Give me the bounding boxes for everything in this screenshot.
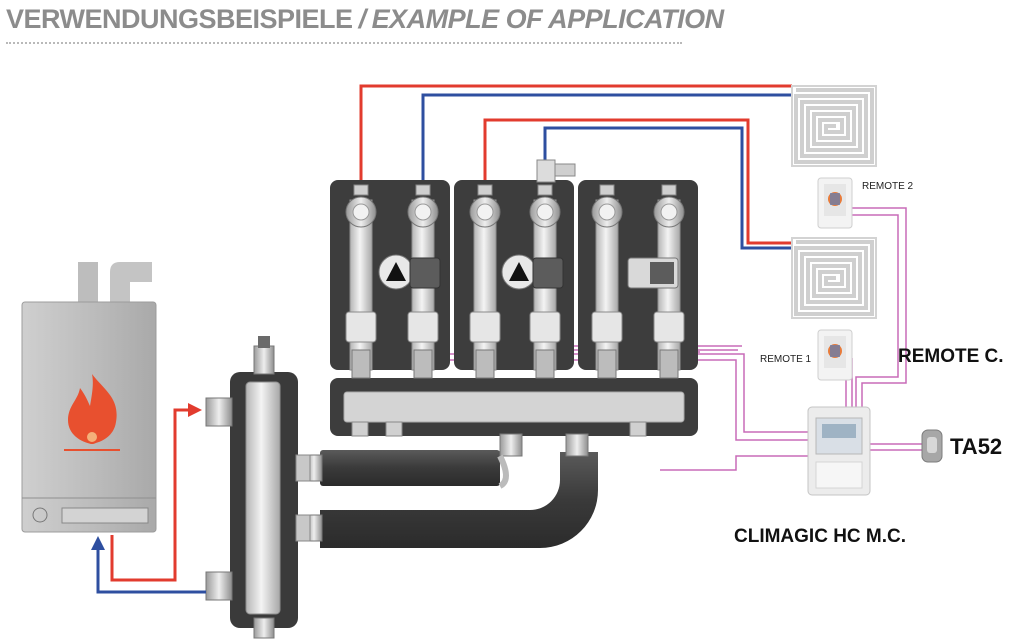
title-german: VERWENDUNGSBEISPIELE bbox=[6, 4, 353, 34]
boiler-pipes bbox=[91, 403, 206, 594]
pump-icon bbox=[378, 254, 441, 290]
floor-heating-coil-lower bbox=[791, 237, 877, 319]
supply-pipe-upper-zone bbox=[359, 84, 792, 185]
title-separator: / bbox=[358, 4, 367, 34]
heating-module bbox=[330, 159, 698, 437]
controller-icon bbox=[807, 406, 871, 496]
room-thermostat-remote-1 bbox=[817, 329, 853, 381]
return-pipe-upper-zone bbox=[421, 93, 792, 185]
label-controller: CLIMAGIC HC M.C. bbox=[734, 526, 907, 547]
return-pipe-lower-zone bbox=[543, 126, 792, 250]
page-header: VERWENDUNGSBEISPIELE/EXAMPLE OF APPLICAT… bbox=[6, 2, 724, 44]
supply-pipes bbox=[359, 84, 792, 250]
floor-heating-coil-upper bbox=[791, 85, 877, 167]
room-thermostat-remote-2 bbox=[817, 177, 853, 229]
label-remote-2: REMOTE 2 bbox=[862, 181, 914, 192]
insulated-connection-pipes bbox=[305, 433, 598, 548]
page-title: VERWENDUNGSBEISPIELE/EXAMPLE OF APPLICAT… bbox=[6, 4, 724, 35]
pump-motor bbox=[627, 257, 679, 289]
label-remote-c: REMOTE C. bbox=[898, 346, 1004, 367]
hydraulic-separator-icon bbox=[205, 336, 311, 639]
title-english: EXAMPLE OF APPLICATION bbox=[371, 4, 725, 34]
flame-icon bbox=[64, 374, 120, 451]
sensor-icon bbox=[921, 429, 943, 463]
pump-icon bbox=[501, 254, 564, 290]
label-remote-1: REMOTE 1 bbox=[760, 354, 812, 365]
supply-pipe-lower-zone bbox=[483, 118, 792, 245]
label-ta52: TA52 bbox=[950, 434, 1003, 459]
boiler-icon bbox=[21, 262, 157, 533]
